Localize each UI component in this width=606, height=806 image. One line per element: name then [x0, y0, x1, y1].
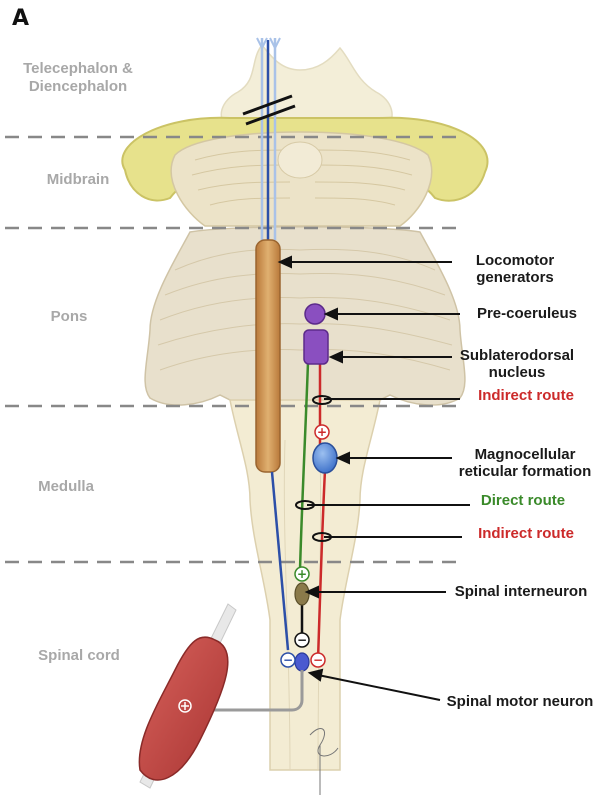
- minus-sign: −: [313, 653, 323, 667]
- spinal-interneuron-cell: [295, 583, 309, 605]
- label-spinal-interneuron: Spinal interneuron: [446, 583, 596, 600]
- region-label-telencephalon: Telecephalon & Diencephalon: [4, 60, 152, 96]
- spinal-motor-neuron-cell: [295, 653, 309, 671]
- panel-label: A: [12, 6, 29, 31]
- region-label-spinal-cord: Spinal cord: [4, 647, 154, 665]
- magnocellular-nucleus: [313, 443, 337, 473]
- plus-sign: +: [317, 425, 327, 439]
- label-sublaterodorsal-nucleus: Sublaterodorsal nucleus: [452, 347, 582, 381]
- minus-sign: −: [283, 653, 293, 667]
- colliculus: [278, 142, 322, 178]
- label-indirect-route-1: Indirect route: [462, 387, 590, 404]
- label-spinal-motor-neuron: Spinal motor neuron: [440, 693, 600, 710]
- region-label-medulla: Medulla: [4, 478, 128, 496]
- label-indirect-route-2: Indirect route: [462, 525, 590, 542]
- plus-sign: +: [297, 567, 307, 581]
- region-label-midbrain: Midbrain: [4, 171, 152, 189]
- muscle: [139, 604, 236, 788]
- label-locomotor-generators: Locomotor generators: [455, 252, 575, 286]
- region-label-pons: Pons: [4, 308, 134, 326]
- label-direct-route: Direct route: [468, 492, 578, 509]
- locomotor-generator: [256, 240, 280, 472]
- pre-coeruleus-nucleus: [305, 304, 325, 324]
- sublaterodorsal-nucleus: [304, 330, 328, 364]
- label-magnocellular-reticular-formation: Magnocellular reticular formation: [450, 446, 600, 480]
- label-pre-coeruleus: Pre-coeruleus: [462, 305, 592, 322]
- minus-sign: −: [297, 633, 307, 647]
